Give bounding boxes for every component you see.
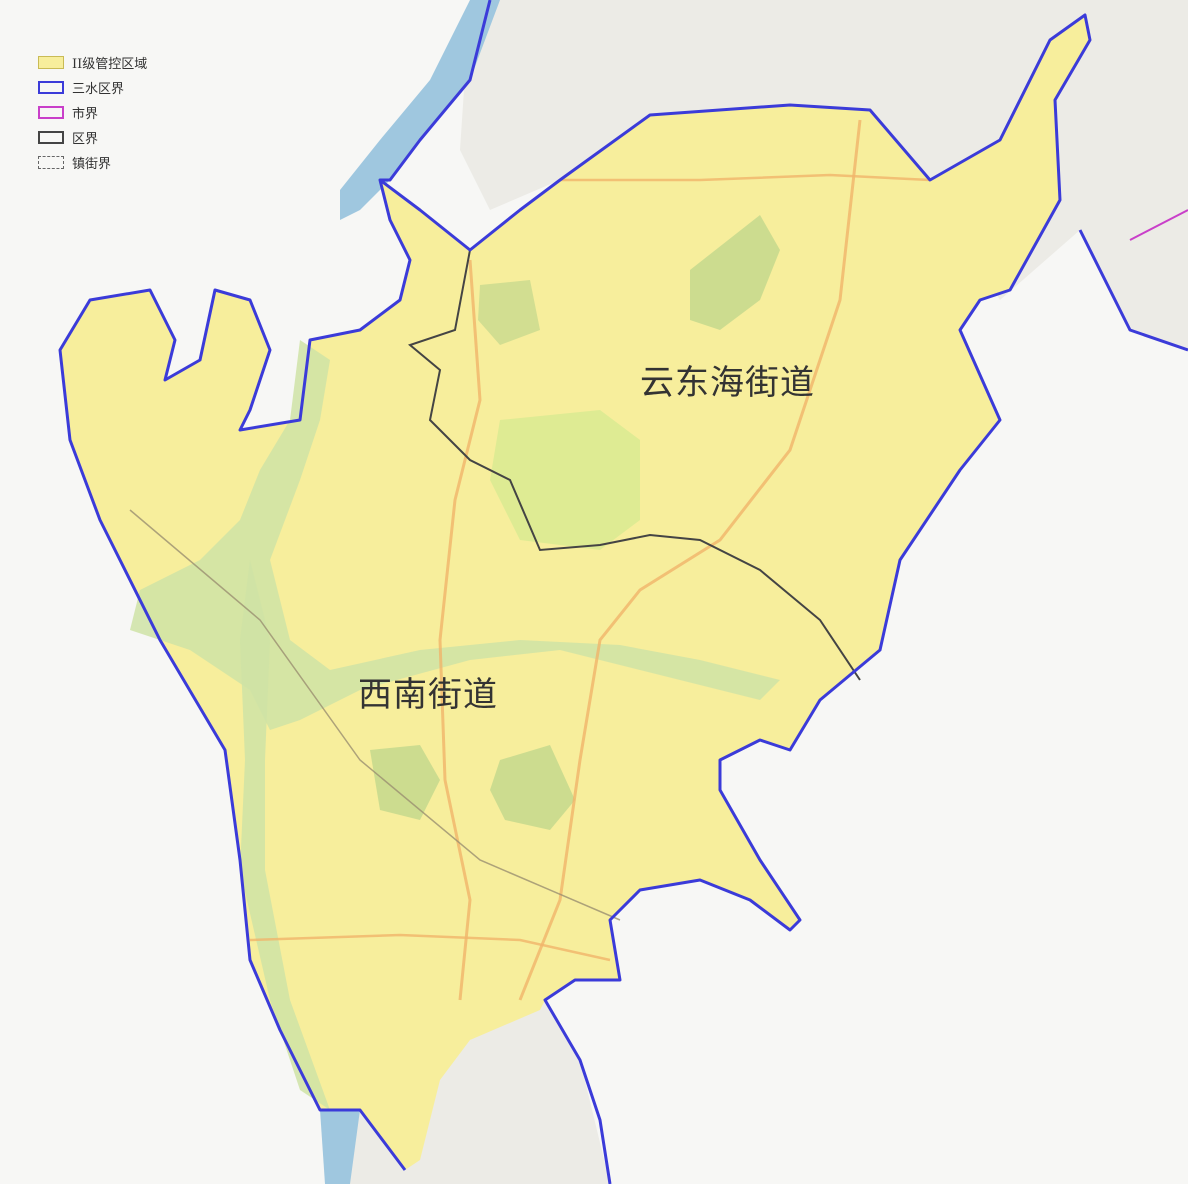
legend-item-zone: II级管控区域: [38, 50, 147, 75]
magenta-outline-swatch-icon: [38, 106, 64, 119]
yellow-fill-swatch-icon: [38, 56, 64, 69]
dashed-outline-swatch-icon: [38, 156, 64, 169]
zone-ii-polygon: [60, 15, 1090, 1170]
legend-label: 市界: [72, 107, 99, 122]
road-east-west-north: [560, 173, 931, 182]
blue-outline-swatch-icon: [38, 81, 64, 94]
map-legend: II级管控区域 三水区界 市界 区界 镇街界: [38, 50, 147, 175]
green-space-south-a: [370, 745, 440, 820]
river-main: [130, 340, 780, 730]
district-boundary-line: [407, 249, 861, 681]
road-east-west-south: [249, 933, 611, 962]
legend-label: II级管控区域: [72, 57, 148, 72]
road-north-south: [438, 259, 482, 1001]
legend-item-town-boundary: 镇街界: [38, 150, 147, 175]
green-space-north: [690, 215, 780, 330]
region-label-xinan: 西南街道: [358, 675, 498, 715]
railway: [129, 509, 621, 921]
green-space-south-b: [490, 745, 575, 830]
legend-label: 镇街界: [72, 157, 112, 172]
river-branch-west: [240, 560, 330, 1110]
road-central: [518, 119, 862, 1001]
legend-item-sanshui-boundary: 三水区界: [38, 75, 147, 100]
legend-item-city-boundary: 市界: [38, 100, 147, 125]
river-south: [320, 1110, 360, 1184]
dark-outline-swatch-icon: [38, 131, 64, 144]
green-space-central: [490, 410, 640, 550]
river-north: [340, 0, 500, 220]
legend-label: 区界: [72, 132, 99, 147]
sanshui-boundary-line: [58, 0, 1188, 1184]
region-label-yundonghai: 云东海街道: [640, 363, 815, 403]
green-space-west: [478, 280, 540, 345]
legend-label: 三水区界: [72, 82, 125, 97]
legend-item-district-boundary: 区界: [38, 125, 147, 150]
